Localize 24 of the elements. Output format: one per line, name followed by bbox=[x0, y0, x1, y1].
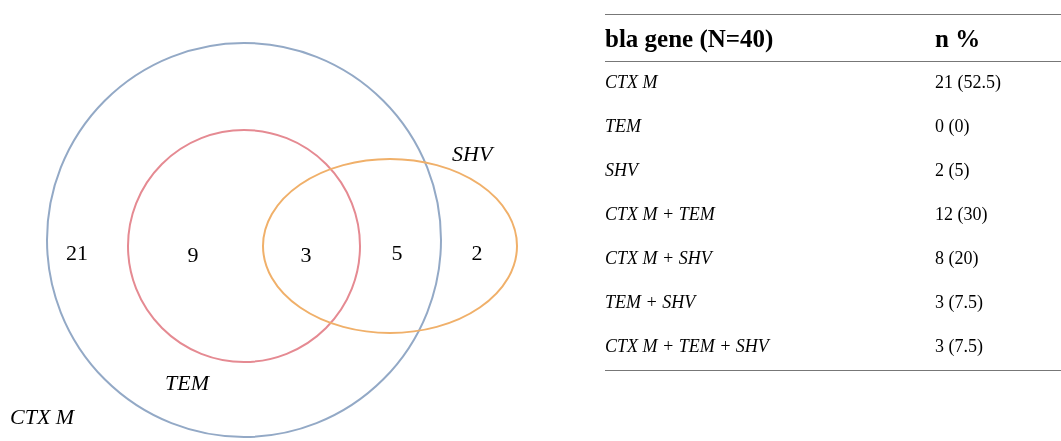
count-cell-text: 2 (5) bbox=[935, 159, 971, 182]
region-count: 5 bbox=[391, 242, 403, 264]
gene-cell: SHV bbox=[605, 150, 935, 194]
set-label: SHV bbox=[452, 143, 493, 165]
gene-cell-text: CTX M + TEM bbox=[605, 203, 717, 226]
count-cell-text: 8 (20) bbox=[935, 247, 980, 270]
column-header: n % bbox=[935, 14, 1061, 62]
column-header: bla gene (N=40) bbox=[605, 14, 935, 62]
gene-cell: TEM + SHV bbox=[605, 282, 935, 326]
count-cell-text: 12 (30) bbox=[935, 203, 989, 226]
region-count: 3 bbox=[300, 244, 312, 266]
count-cell-text: 3 (7.5) bbox=[935, 291, 984, 314]
region-count: 2 bbox=[471, 242, 483, 264]
count-cell: 3 (7.5) bbox=[935, 326, 1061, 371]
set-label: CTX M bbox=[10, 406, 75, 428]
gene-cell: TEM bbox=[605, 106, 935, 150]
gene-cell: CTX M + SHV bbox=[605, 238, 935, 282]
set-label: TEM bbox=[165, 372, 209, 394]
region-count: 9 bbox=[187, 244, 199, 266]
gene-cell: CTX M bbox=[605, 61, 935, 106]
count-cell-text: 0 (0) bbox=[935, 115, 971, 138]
gene-cell: CTX M + TEM + SHV bbox=[605, 326, 935, 371]
count-cell: 21 (52.5) bbox=[935, 61, 1061, 106]
region-count: 21 bbox=[66, 242, 88, 264]
